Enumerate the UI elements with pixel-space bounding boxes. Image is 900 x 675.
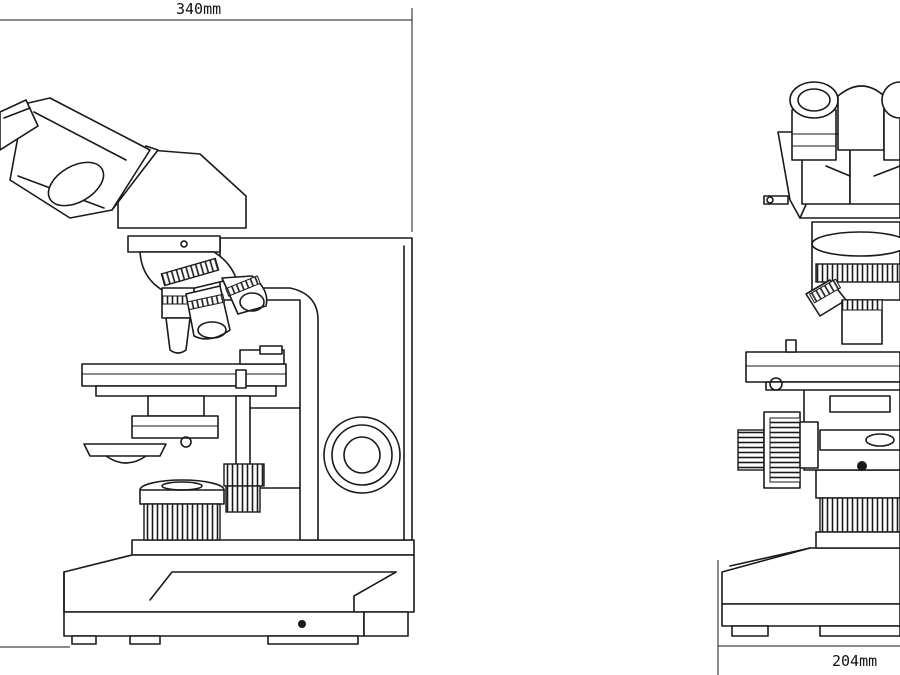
front-view: 204mm <box>717 81 900 675</box>
arm <box>219 237 413 541</box>
objective-3 <box>221 275 268 315</box>
front-focus-knobs <box>737 411 819 489</box>
depth-dimension: 204mm <box>717 560 900 675</box>
width-label: 340mm <box>176 0 221 18</box>
stage <box>81 345 301 489</box>
front-nosepiece <box>805 221 900 345</box>
front-body <box>803 387 900 549</box>
binocular-head <box>0 97 247 253</box>
front-head <box>763 131 900 219</box>
eyepiece-right <box>881 81 900 161</box>
base <box>63 539 415 645</box>
side-view: 340mm <box>0 0 415 648</box>
eyepiece-left <box>789 81 839 161</box>
depth-label: 204mm <box>832 652 877 670</box>
lamp-collector <box>139 479 225 541</box>
front-stage <box>745 339 900 391</box>
front-eyepieces <box>789 81 900 161</box>
front-base <box>721 547 900 637</box>
light-adjust-wheel <box>323 416 401 494</box>
width-dimension: 340mm <box>0 0 413 648</box>
focus-knobs <box>223 463 265 513</box>
condenser <box>83 395 219 464</box>
objective-2 <box>185 285 231 340</box>
objective-1 <box>161 287 195 354</box>
eyepiece-side <box>0 99 39 151</box>
nosepiece <box>139 251 268 354</box>
switch-dot <box>298 620 306 628</box>
